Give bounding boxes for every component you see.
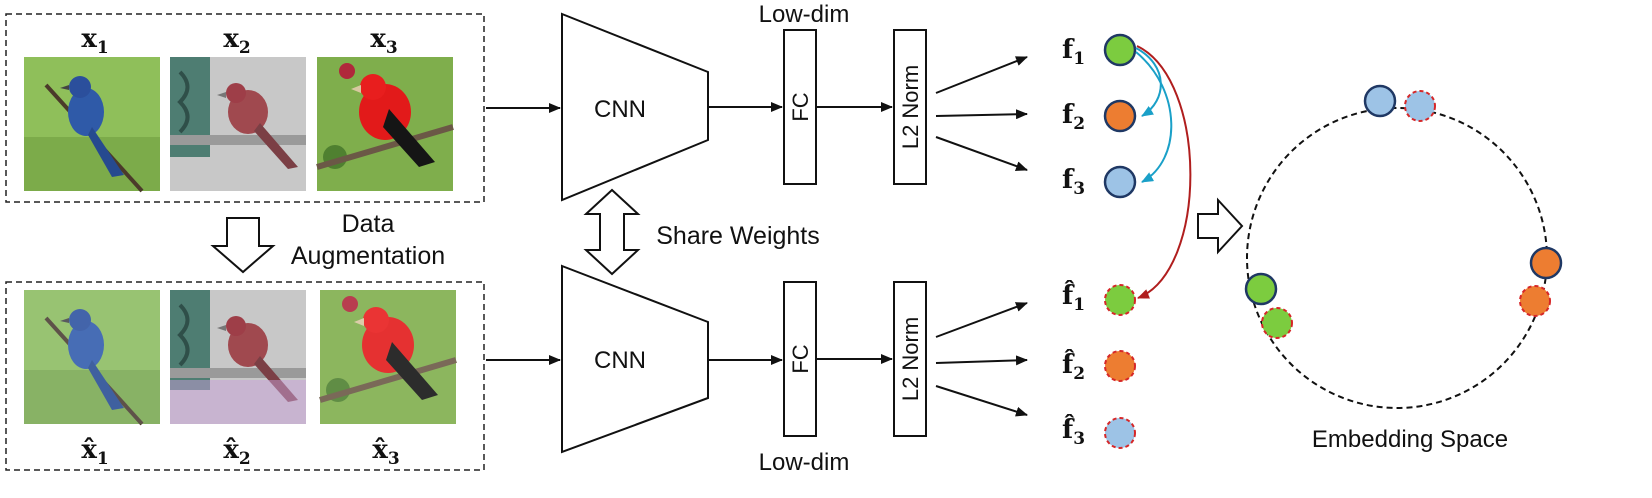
- arrow-to-f1-hat: [935, 302, 1028, 338]
- l2norm-top: [893, 29, 927, 185]
- feature-f1-dot: [1103, 33, 1137, 67]
- embedding-space-label: Embedding Space: [1312, 426, 1508, 453]
- augmented-images-group: [5, 281, 485, 471]
- l2norm-bottom-label: L2 Norm: [898, 317, 923, 401]
- label-x1-hat: x̂1: [81, 435, 108, 469]
- image-x3-hat: [320, 290, 456, 424]
- embedding-f3-hat-dot: [1404, 90, 1436, 122]
- arrow-to-f3: [935, 136, 1028, 171]
- label-x2: x2: [223, 24, 250, 58]
- label-x1: x1: [81, 24, 108, 58]
- data-augmentation-label-line1: Data: [342, 210, 395, 238]
- arrow-to-f3-hat: [935, 385, 1028, 417]
- embedding-f1-dot: [1244, 272, 1278, 306]
- feature-f2-hat-dot: [1104, 350, 1136, 382]
- image-x1-hat: [22, 288, 162, 426]
- low-dim-top-label: Low-dim: [759, 1, 850, 28]
- label-f2-hat: f̂2: [1062, 349, 1085, 384]
- fc-bottom-label: FC: [788, 344, 813, 373]
- negative-arrow-f1-f3: [1135, 51, 1173, 183]
- right-arrow-icon: [1197, 197, 1244, 255]
- embedding-f2-dot: [1529, 246, 1563, 280]
- l2norm-top-label: L2 Norm: [898, 65, 923, 149]
- positive-arrow-f1-f1hat: [1136, 45, 1192, 299]
- label-x2-hat: x̂2: [223, 435, 250, 469]
- label-f1: f1: [1062, 35, 1085, 69]
- image-x2: [168, 55, 308, 193]
- embedding-f1-hat-dot: [1261, 307, 1293, 339]
- cnn-top-label: CNN: [594, 96, 646, 123]
- feature-f2-dot: [1103, 99, 1137, 133]
- label-f2: f2: [1062, 100, 1085, 134]
- arrow-to-f2: [935, 109, 1028, 120]
- cnn-bottom-label: CNN: [594, 347, 646, 374]
- fc-bottom: [783, 281, 817, 437]
- image-x2-hat: [168, 288, 308, 426]
- embedding-f2-hat-dot: [1519, 285, 1551, 317]
- l2norm-bottom: [893, 281, 927, 437]
- cnn-bottom: [561, 264, 709, 454]
- feature-f3-hat-dot: [1104, 417, 1136, 449]
- feature-f3-dot: [1103, 165, 1137, 199]
- feature-f1-hat-dot: [1104, 284, 1136, 316]
- label-x3-hat: x̂3: [372, 435, 399, 469]
- fc-top: [783, 29, 817, 185]
- arrow-to-f2-hat: [935, 355, 1028, 366]
- original-images-group: [5, 13, 485, 203]
- arrow-to-f1: [935, 56, 1028, 94]
- share-weights-label: Share Weights: [656, 222, 820, 250]
- low-dim-bottom-label: Low-dim: [759, 449, 850, 476]
- share-weights-double-arrow-icon: [583, 188, 641, 276]
- label-f3: f3: [1062, 165, 1085, 199]
- label-f3-hat: f̂3: [1062, 414, 1085, 449]
- down-arrow-icon: [210, 217, 276, 274]
- image-x3: [317, 57, 453, 191]
- negative-arrow-f1-f2: [1135, 47, 1162, 117]
- fc-top-label: FC: [788, 92, 813, 121]
- cnn-top: [561, 12, 709, 202]
- label-f1-hat: f̂1: [1062, 280, 1085, 315]
- embedding-sphere: [1246, 107, 1548, 409]
- label-x3: x3: [370, 24, 397, 58]
- embedding-f3-dot: [1363, 84, 1397, 118]
- image-x1: [22, 55, 162, 193]
- data-augmentation-label-line2: Augmentation: [291, 242, 445, 270]
